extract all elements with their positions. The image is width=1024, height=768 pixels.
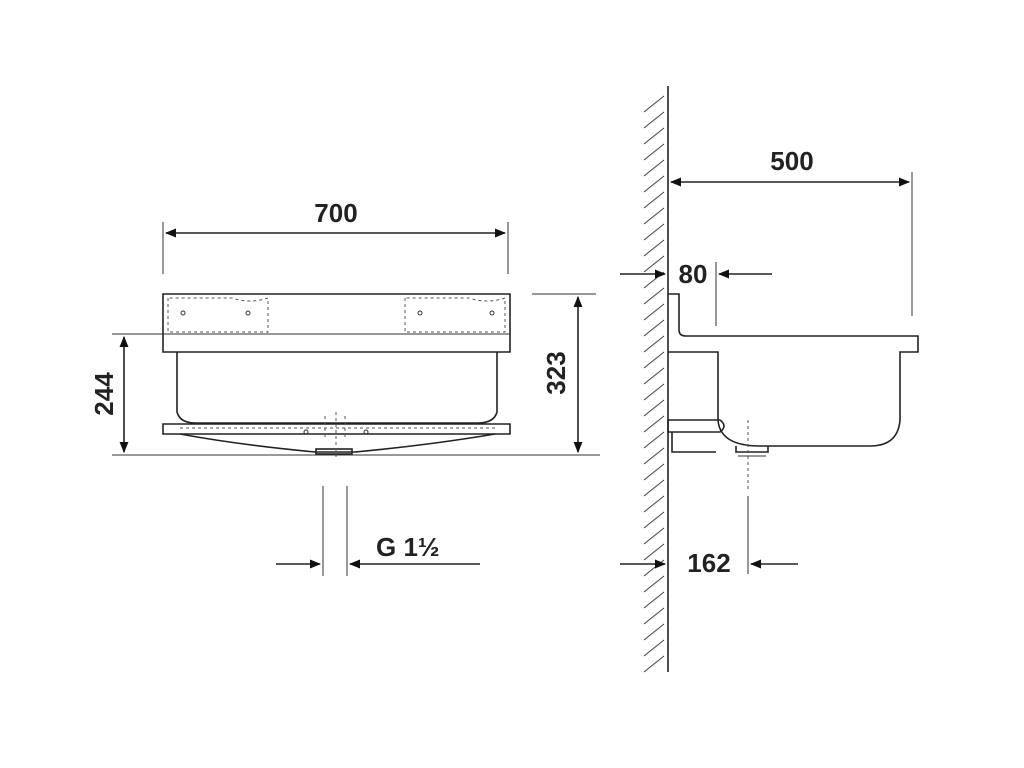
hatch-stroke bbox=[643, 575, 665, 593]
wall-hatching bbox=[643, 95, 665, 673]
hatch-stroke bbox=[643, 639, 665, 657]
hatch-stroke bbox=[643, 127, 665, 145]
dim-outlet-offset-162: 162 bbox=[620, 496, 798, 578]
hatch-stroke bbox=[643, 591, 665, 609]
dim-inner-height-244: 244 bbox=[89, 333, 600, 456]
hatch-stroke bbox=[643, 175, 665, 193]
hatch-stroke bbox=[643, 319, 665, 337]
dim-outlet-g112: G 1½ bbox=[276, 486, 480, 576]
hatch-stroke bbox=[643, 479, 665, 497]
hatch-stroke bbox=[643, 511, 665, 529]
side-view: 500 80 162 bbox=[620, 86, 919, 673]
wall bbox=[643, 86, 669, 673]
hatch-stroke bbox=[643, 431, 665, 449]
dim-width-label: 700 bbox=[314, 198, 357, 228]
dim-outlet-label: G 1½ bbox=[376, 532, 440, 562]
hatch-stroke bbox=[643, 287, 665, 305]
dim-total-height-323: 323 bbox=[532, 293, 596, 454]
dim-outlet-offset-label: 162 bbox=[687, 548, 730, 578]
hatch-stroke bbox=[643, 207, 665, 225]
hatch-stroke bbox=[643, 239, 665, 257]
hatch-stroke bbox=[643, 623, 665, 641]
hatch-stroke bbox=[643, 351, 665, 369]
dim-width-700: 700 bbox=[162, 198, 509, 274]
dim-total-height-label: 323 bbox=[541, 351, 571, 394]
hatch-stroke bbox=[643, 607, 665, 625]
side-sink-body bbox=[667, 293, 919, 490]
hatch-stroke bbox=[643, 191, 665, 209]
hatch-stroke bbox=[643, 223, 665, 241]
hatch-stroke bbox=[643, 159, 665, 177]
hatch-stroke bbox=[643, 399, 665, 417]
hatch-stroke bbox=[643, 527, 665, 545]
hatch-stroke bbox=[643, 543, 665, 561]
hatch-stroke bbox=[643, 559, 665, 577]
hatch-stroke bbox=[643, 255, 665, 273]
dim-wall-offset-label: 80 bbox=[679, 259, 708, 289]
dim-depth-label: 500 bbox=[770, 146, 813, 176]
hatch-stroke bbox=[643, 95, 665, 113]
front-sink-body bbox=[162, 293, 511, 460]
hatch-stroke bbox=[643, 367, 665, 385]
hatch-stroke bbox=[643, 463, 665, 481]
front-view: 700 244 323 G 1½ bbox=[89, 198, 600, 576]
hatch-stroke bbox=[643, 143, 665, 161]
dim-inner-height-label: 244 bbox=[89, 372, 119, 416]
hatch-stroke bbox=[643, 111, 665, 129]
dim-wall-offset-80: 80 bbox=[620, 259, 772, 326]
dim-depth-500: 500 bbox=[669, 146, 913, 316]
hatch-stroke bbox=[643, 335, 665, 353]
hatch-stroke bbox=[643, 383, 665, 401]
hatch-stroke bbox=[643, 303, 665, 321]
hatch-stroke bbox=[643, 655, 665, 673]
hatch-stroke bbox=[643, 495, 665, 513]
hatch-stroke bbox=[643, 447, 665, 465]
hatch-stroke bbox=[643, 415, 665, 433]
